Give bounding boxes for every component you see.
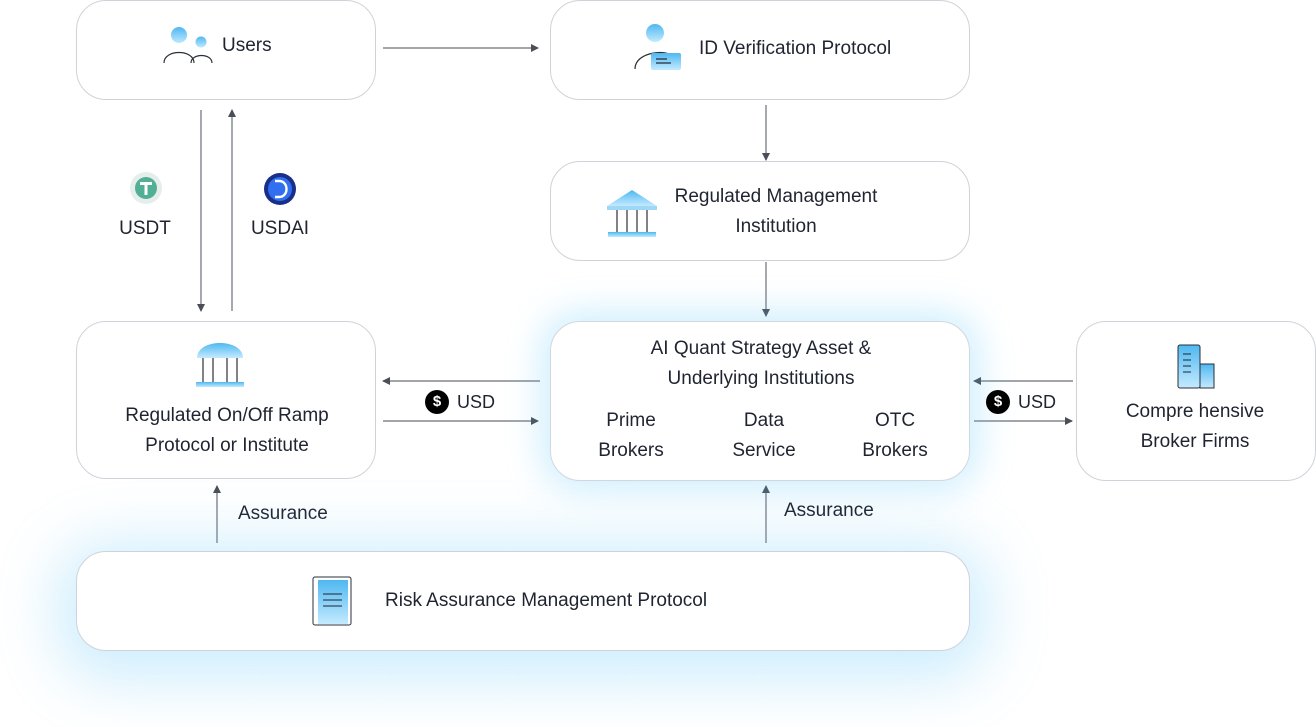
ramp-institution-icon [196,343,244,387]
building-icon [1177,344,1215,389]
broker-firms-label-line1: Compre hensive [1125,401,1265,422]
column-prime-brokers-line2: Brokers [598,440,664,461]
id-verification-label: ID Verification Protocol [699,38,892,59]
regulated-management-label-line1: Regulated Management [674,186,878,207]
on-off-ramp-box: Regulated On/Off Ramp Protocol or Instit… [76,321,376,479]
dollar-icon-right: $ [986,390,1010,414]
regulated-management-label-line2: Institution [735,216,817,237]
broker-firms-box: Compre hensive Broker Firms [1076,321,1316,481]
risk-assurance-box: Risk Assurance Management Protocol [76,551,970,651]
on-off-ramp-label-line2: Protocol or Institute [145,435,309,456]
usdai-token-icon [264,173,296,205]
dollar-icon-left: $ [425,390,449,414]
assurance-label-left: Assurance [238,503,328,524]
users-icon [163,27,213,64]
on-off-ramp-label-line1: Regulated On/Off Ramp [125,405,329,426]
column-data-service-line2: Service [732,440,796,461]
broker-firms-label-line2: Broker Firms [1140,431,1250,452]
institution-icon [607,190,657,237]
document-icon [312,576,352,626]
usd-label-left: USD [457,392,496,412]
users-box: Users [76,0,376,100]
ai-quant-label-line1: AI Quant Strategy Asset & [650,338,872,359]
users-label: Users [222,35,272,56]
column-data-service-line1: Data [743,410,785,431]
assurance-label-right: Assurance [784,500,874,521]
column-otc-brokers-line1: OTC [874,410,916,431]
ai-quant-box: AI Quant Strategy Asset & Underlying Ins… [550,321,970,481]
usd-label-right: USD [1018,392,1057,412]
risk-assurance-label: Risk Assurance Management Protocol [385,590,708,611]
id-card-icon [634,24,681,70]
id-verification-box: ID Verification Protocol [550,0,970,100]
column-prime-brokers-line1: Prime [606,410,656,431]
usdt-label: USDT [119,218,171,239]
usdai-label: USDAI [250,218,310,239]
regulated-management-box: Regulated Management Institution [550,161,970,261]
column-otc-brokers-line2: Brokers [862,440,928,461]
ai-quant-label-line2: Underlying Institutions [667,368,855,389]
usdt-tether-icon [130,172,162,204]
